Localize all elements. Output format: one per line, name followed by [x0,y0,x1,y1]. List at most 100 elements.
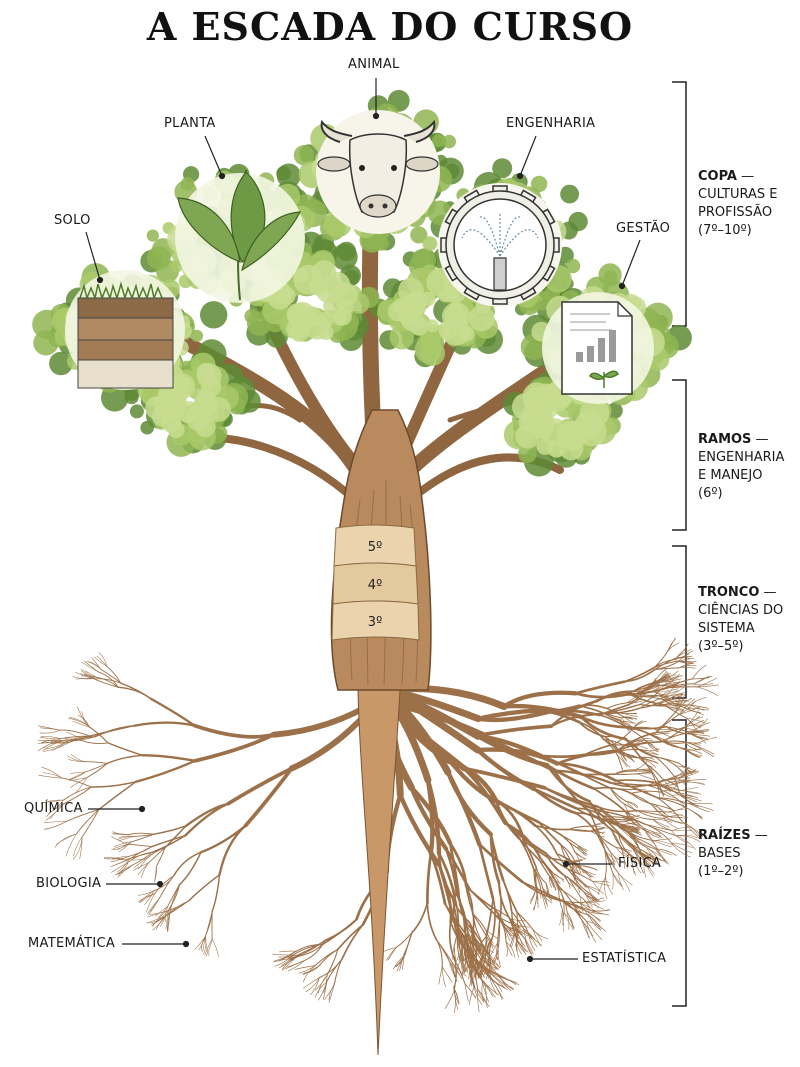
leaf-blob [140,420,154,435]
root-branch [588,810,606,850]
root-branch [635,739,654,742]
root-branch [677,650,694,662]
root-branch [615,847,632,852]
root-branch [151,915,167,925]
root-branch [667,637,676,652]
root-branch [72,721,90,728]
root-branch [574,851,586,860]
root-branch [615,847,628,858]
root-branch [644,860,654,877]
root-branch [624,810,646,831]
root-branch [523,928,532,940]
root-branch [497,918,501,948]
root-branch [144,890,155,905]
ring-label-3: 3º [367,615,383,630]
root-branch [303,977,320,989]
root-branch [563,912,575,929]
root-branch [575,807,604,821]
root-branch [676,660,693,663]
root-branch [153,825,187,835]
leaf-blob [643,302,673,333]
root-branch [477,842,495,901]
root-branch [437,863,453,924]
root-branch [588,810,619,835]
root-branch [243,766,294,828]
root-branch [691,677,710,680]
leaf-blob [276,163,301,188]
root-branch [532,928,543,942]
root-branch [119,682,152,700]
stage-heading: COPA [698,169,737,184]
root-branch [45,803,64,817]
root-branch [655,848,667,864]
root-branch [577,721,605,741]
label-solo: SOLO [54,213,91,228]
root-branch [683,781,706,786]
root-branch [513,924,530,928]
root-branch [567,860,582,868]
root-branch [652,804,666,815]
root-branch [485,933,494,949]
root-branch [581,919,591,939]
root-branch [453,987,460,1005]
taproot [357,689,401,1056]
root-branch [549,876,557,891]
root-branch [441,966,453,983]
root-branch [537,821,562,846]
root-branch [637,851,651,865]
root-branch [616,751,639,759]
root-branch [483,981,500,996]
label-engenharia: ENGENHARIA [506,116,596,131]
root-branch [49,803,64,820]
root-branch [426,852,433,905]
root-branch [663,815,682,824]
root-branch [623,825,640,829]
root-branch [660,677,674,690]
root-branch [586,897,605,903]
root-branch [625,800,638,809]
root-branch [584,910,601,921]
leaf-blob [398,277,424,304]
leaf-blob [190,329,204,343]
root-branch [51,742,70,751]
root-branch [516,911,519,935]
root-branch [567,825,592,831]
leaf-blob [565,258,581,274]
root-branch [43,738,62,749]
root-branch [616,740,663,752]
root-branch [588,914,602,931]
label-biologia: BIOLOGIA [36,876,102,891]
root-branch [193,732,276,763]
root-branch [657,797,687,809]
root-branch [643,827,661,835]
root-branch [681,821,701,838]
stage-line: BASES [698,846,741,861]
root-branch [666,811,689,818]
root-branch [54,833,77,848]
root-branch [578,902,595,913]
root-branch [318,949,339,967]
root-branch [623,716,637,725]
root-branch [577,721,606,738]
root-branch [133,862,149,871]
root-branch [482,981,489,1003]
root-branch [613,729,632,746]
root-branch [111,862,129,873]
root-branch [614,779,656,784]
root-branch [295,943,324,958]
root-branch [93,656,108,667]
root-branch [684,742,701,751]
leaf-blob [293,268,309,283]
root-branch [632,847,643,866]
root-branch [81,740,109,744]
root-branch [154,875,175,895]
root-branch [561,834,576,852]
root-branch [464,983,477,999]
root-branch [636,854,650,869]
root-branch [89,724,135,737]
root-branch [403,931,413,955]
root-branch [492,898,496,937]
root-branch [643,851,664,862]
root-branch [660,674,677,682]
